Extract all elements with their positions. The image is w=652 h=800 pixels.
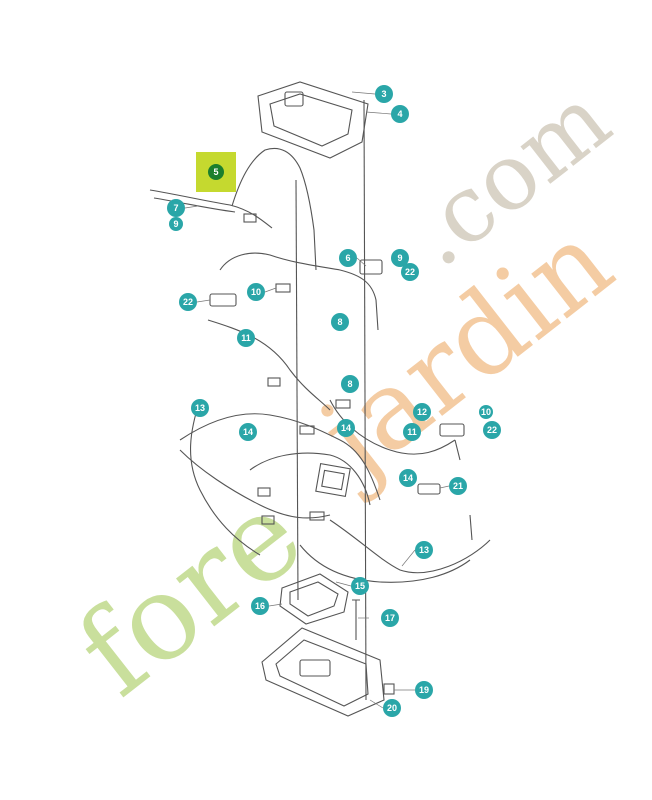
- svg-text:8: 8: [337, 317, 342, 327]
- svg-text:10: 10: [251, 287, 261, 297]
- controller-box-small: [315, 462, 351, 498]
- svg-text:19: 19: [419, 685, 429, 695]
- svg-text:21: 21: [453, 481, 463, 491]
- callout-11-upper[interactable]: 11: [237, 329, 255, 347]
- pcb-board: [279, 573, 349, 625]
- callout-4[interactable]: 4: [391, 105, 409, 123]
- callout-bubbles: 3 4 7 9 6 9 22 22 10 8 11 8 13 14 14 11 …: [167, 85, 501, 717]
- svg-text:13: 13: [419, 545, 429, 555]
- callout-6[interactable]: 6: [339, 249, 357, 267]
- callout-14-mid[interactable]: 14: [337, 419, 355, 437]
- callout-7[interactable]: 7: [167, 199, 185, 217]
- screw-19: [383, 683, 395, 695]
- callout-11-right[interactable]: 11: [403, 423, 421, 441]
- parts-line-art: [149, 81, 491, 717]
- svg-text:8: 8: [347, 379, 352, 389]
- highlight-callout-5[interactable]: 5: [196, 152, 236, 192]
- highlight-badge: [208, 164, 224, 180]
- callout-13-left[interactable]: 13: [191, 399, 209, 417]
- svg-text:9: 9: [173, 219, 178, 229]
- svg-text:13: 13: [195, 403, 205, 413]
- callout-8-mid[interactable]: 8: [341, 375, 359, 393]
- module-22-left: [209, 293, 237, 307]
- callout-9-right[interactable]: 9: [391, 249, 409, 267]
- callout-12[interactable]: 12: [413, 403, 431, 421]
- module-22-mid: [359, 259, 383, 275]
- svg-text:22: 22: [487, 425, 497, 435]
- svg-text:14: 14: [243, 427, 253, 437]
- svg-text:6: 6: [345, 253, 350, 263]
- callout-15[interactable]: 15: [351, 577, 369, 595]
- harness-5: [149, 189, 273, 229]
- callout-16[interactable]: 16: [251, 597, 269, 615]
- svg-text:16: 16: [255, 601, 265, 611]
- callout-14-lower[interactable]: 14: [399, 469, 417, 487]
- callout-3[interactable]: 3: [375, 85, 393, 103]
- callout-8-upper[interactable]: 8: [331, 313, 349, 331]
- callout-13-right[interactable]: 13: [415, 541, 433, 559]
- callout-10-right[interactable]: 10: [479, 405, 493, 419]
- callout-22-left[interactable]: 22: [179, 293, 197, 311]
- svg-text:7: 7: [173, 203, 178, 213]
- callout-22-right[interactable]: 22: [483, 421, 501, 439]
- svg-text:10: 10: [481, 407, 491, 417]
- base-plate: [261, 627, 385, 717]
- top-bracket: [257, 81, 369, 159]
- callout-19[interactable]: 19: [415, 681, 433, 699]
- svg-text:17: 17: [385, 613, 395, 623]
- watermark-forest: fore: [52, 465, 327, 722]
- callout-9-left[interactable]: 9: [169, 217, 183, 231]
- callout-20[interactable]: 20: [383, 699, 401, 717]
- svg-text:12: 12: [417, 407, 427, 417]
- module-22-right: [439, 423, 465, 437]
- svg-text:4: 4: [397, 109, 402, 119]
- connector-21: [417, 483, 441, 495]
- callout-10-upper[interactable]: 10: [247, 283, 265, 301]
- svg-text:11: 11: [407, 427, 417, 437]
- svg-text:22: 22: [183, 297, 193, 307]
- svg-text:14: 14: [341, 423, 351, 433]
- leader-lines: [184, 91, 450, 709]
- highlight-label: 5: [213, 167, 218, 177]
- svg-text:11: 11: [241, 333, 251, 343]
- svg-text:15: 15: [355, 581, 365, 591]
- svg-text:20: 20: [387, 703, 397, 713]
- callout-14-left[interactable]: 14: [239, 423, 257, 441]
- svg-text:9: 9: [397, 253, 402, 263]
- svg-text:14: 14: [403, 473, 413, 483]
- callout-22-top[interactable]: 22: [401, 263, 419, 281]
- svg-text:22: 22: [405, 267, 415, 277]
- svg-text:3: 3: [381, 89, 386, 99]
- bolt-17: [352, 599, 360, 640]
- callout-17[interactable]: 17: [381, 609, 399, 627]
- callout-21[interactable]: 21: [449, 477, 467, 495]
- watermark: fore jardin .com: [52, 65, 635, 722]
